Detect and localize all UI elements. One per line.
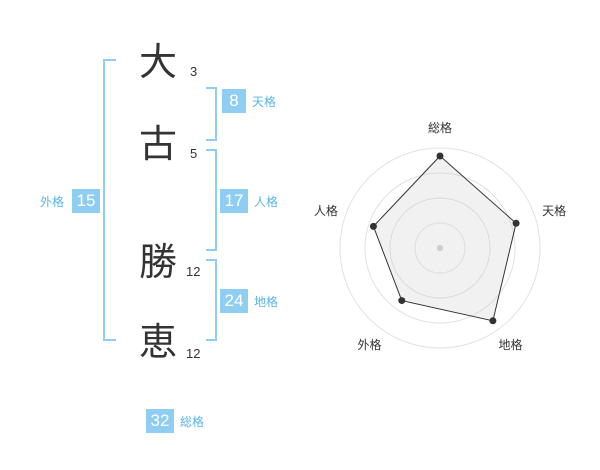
radar-points — [369, 152, 520, 325]
gaikaku-value: 15 — [72, 189, 100, 213]
radar-point-3 — [489, 317, 497, 325]
radar-ring — [364, 172, 516, 324]
radar-axis-label-2: 天格 — [542, 203, 566, 218]
jinkaku-label: 人格 — [254, 195, 279, 209]
name-char-1: 大 — [138, 40, 177, 84]
radar-axis-label-4: 外格 — [357, 337, 381, 352]
radar-point-4 — [398, 297, 406, 305]
jinkaku-value: 17 — [220, 189, 248, 213]
radar-ring — [339, 147, 541, 349]
radar-ring — [389, 197, 491, 299]
name-char-2: 古 — [138, 122, 177, 166]
radar-axis-label-5: 人格 — [314, 203, 338, 218]
soukaku-label: 総格 — [180, 415, 205, 429]
tenkaku-label: 天格 — [252, 95, 277, 109]
radar-polygon — [372, 155, 517, 322]
stroke-count-4: 12 — [186, 346, 201, 361]
stroke-count-1: 3 — [190, 64, 198, 79]
name-char-4: 恵 — [138, 320, 177, 364]
radar-ring — [414, 222, 466, 274]
radar-point-2 — [512, 219, 520, 227]
radar-axis-label-1: 総格 — [428, 120, 452, 135]
gaikaku-label: 外格 — [40, 195, 65, 209]
radar-point-5 — [369, 222, 377, 230]
stroke-count-2: 5 — [190, 146, 198, 161]
tenkaku-value: 8 — [222, 89, 246, 113]
radar-axis-label-3: 地格 — [499, 337, 523, 352]
name-char-3: 勝 — [138, 240, 177, 284]
radar-shape — [372, 155, 517, 322]
radar-point-1 — [436, 152, 444, 160]
chikaku-value: 24 — [220, 289, 248, 313]
soukaku-value: 32 — [146, 409, 174, 433]
stroke-count-3: 12 — [186, 264, 201, 279]
chikaku-label: 地格 — [254, 295, 279, 309]
radar-center — [437, 245, 443, 251]
radar-rings — [339, 147, 541, 349]
